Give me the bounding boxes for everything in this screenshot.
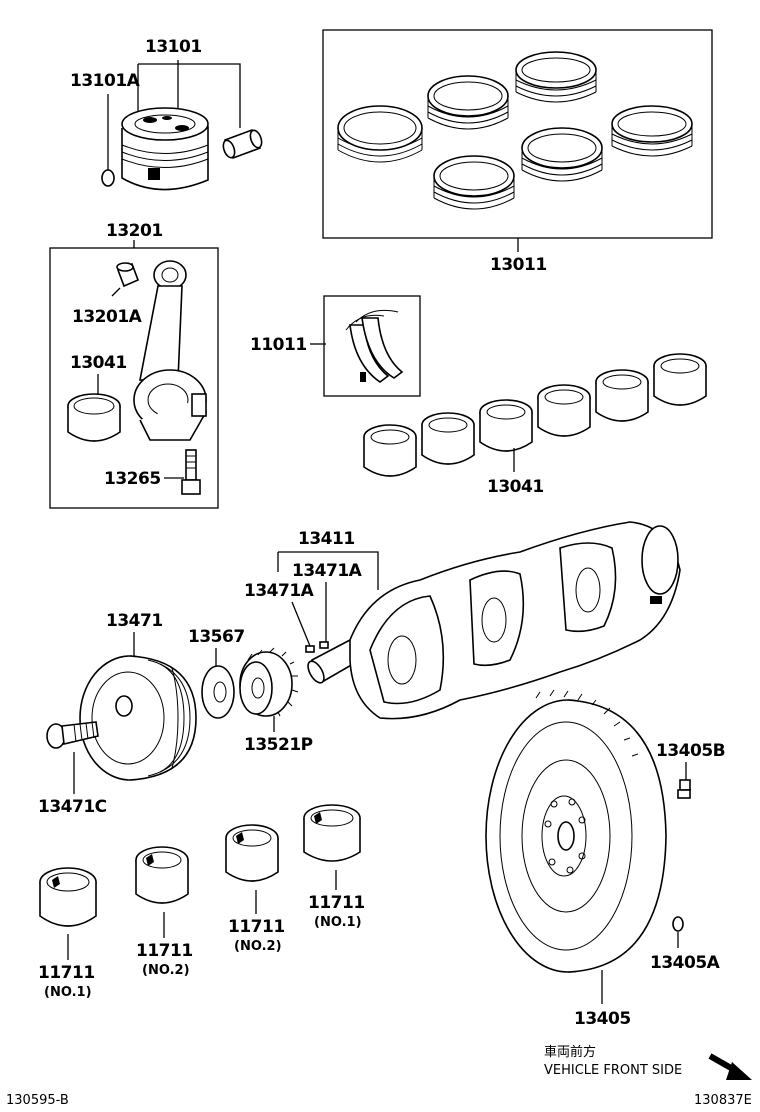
piston[interactable] [121,107,209,191]
label-13471[interactable]: 13471 [106,611,163,631]
vehicle-front-indicator: 車両前方 VEHICLE FRONT SIDE [544,1044,752,1080]
label-13521p[interactable]: 13521P [244,735,313,755]
crankshaft-group: 13411 13471A 13471A [244,521,681,720]
label-11711-b[interactable]: 11711 [136,941,193,961]
main-bearings-group: 13041 [363,353,707,497]
thrust-washer-box [323,295,421,397]
crankshaft-thrust-washer[interactable] [345,309,404,383]
label-13567[interactable]: 13567 [188,627,245,647]
label-13471c[interactable]: 13471C [38,797,107,817]
connecting-rod-box [49,247,219,509]
front-arrow-icon [708,1053,752,1080]
crankshaft-timing-gear[interactable] [239,647,299,717]
label-13201a[interactable]: 13201A [72,307,143,327]
thrust-washer-group: 11011 [250,295,421,397]
figure-code-right: 130837E [694,1093,752,1108]
label-13101[interactable]: 13101 [145,37,202,57]
label-13101a[interactable]: 13101A [70,71,141,91]
ring-set-group: 13011 [322,29,713,275]
label-13405[interactable]: 13405 [574,1009,631,1029]
label-13201[interactable]: 13201 [106,221,163,241]
timing-gear-group: 13521P [239,647,313,755]
flywheel-bolt[interactable] [677,779,691,799]
crankshaft-pulley[interactable] [79,655,197,781]
note-11711-b: (NO.2) [142,963,190,978]
direction-label-jp: 車両前方 [544,1044,596,1060]
bearing-11711-d[interactable] [303,804,361,862]
flywheel-group: 13405 13405B 13405A [485,689,726,1029]
crank-angle-plate[interactable] [201,665,235,719]
crankshaft-keys[interactable] [305,641,329,653]
label-13471a-lower[interactable]: 13471A [244,581,315,601]
piston-group: 13101 13101A [70,37,264,191]
note-11711-a: (NO.1) [44,985,92,1000]
bearing-11711-c[interactable] [225,824,279,882]
rod-bearing[interactable] [67,393,121,442]
note-11711-d: (NO.1) [314,915,362,930]
figure-code-left: 130595-B [6,1093,69,1108]
label-13041-main[interactable]: 13041 [487,477,544,497]
crankshaft[interactable] [305,521,681,720]
connecting-rod-group: 13201 13201A 13041 13265 [49,221,219,509]
direction-label-en: VEHICLE FRONT SIDE [544,1063,682,1078]
flywheel[interactable] [485,689,667,973]
journal-bearings-group: 11711 (NO.1) 11711 (NO.2) 11711 (NO.2) [38,804,365,1000]
label-13405a[interactable]: 13405A [650,953,721,973]
bearing-11711-b[interactable] [135,846,189,904]
pulley-bolt[interactable] [46,721,99,749]
label-13265[interactable]: 13265 [104,469,161,489]
label-13041-rod[interactable]: 13041 [70,353,127,373]
crankshaft-main-bearings[interactable] [363,353,707,477]
label-13011[interactable]: 13011 [490,255,547,275]
washer-13567-group: 13567 [188,627,245,719]
rod-bolt[interactable] [181,449,201,495]
flywheel-dowel-pin[interactable] [672,916,684,932]
note-11711-c: (NO.2) [234,939,282,954]
label-11711-d[interactable]: 11711 [308,893,365,913]
rod-small-end-bushing[interactable] [116,262,140,288]
label-11011[interactable]: 11011 [250,335,307,355]
pulley-group: 13471 13471C [38,611,197,817]
bearing-11711-a[interactable] [39,867,97,927]
label-13411[interactable]: 13411 [298,529,355,549]
label-11711-a[interactable]: 11711 [38,963,95,983]
label-13471a-upper[interactable]: 13471A [292,561,363,581]
piston-snap-ring[interactable] [101,169,115,187]
piston-ring-set[interactable] [337,51,693,210]
label-11711-c[interactable]: 11711 [228,917,285,937]
connecting-rod[interactable] [133,260,207,441]
piston-pin[interactable] [221,128,264,160]
label-13405b[interactable]: 13405B [656,741,726,761]
